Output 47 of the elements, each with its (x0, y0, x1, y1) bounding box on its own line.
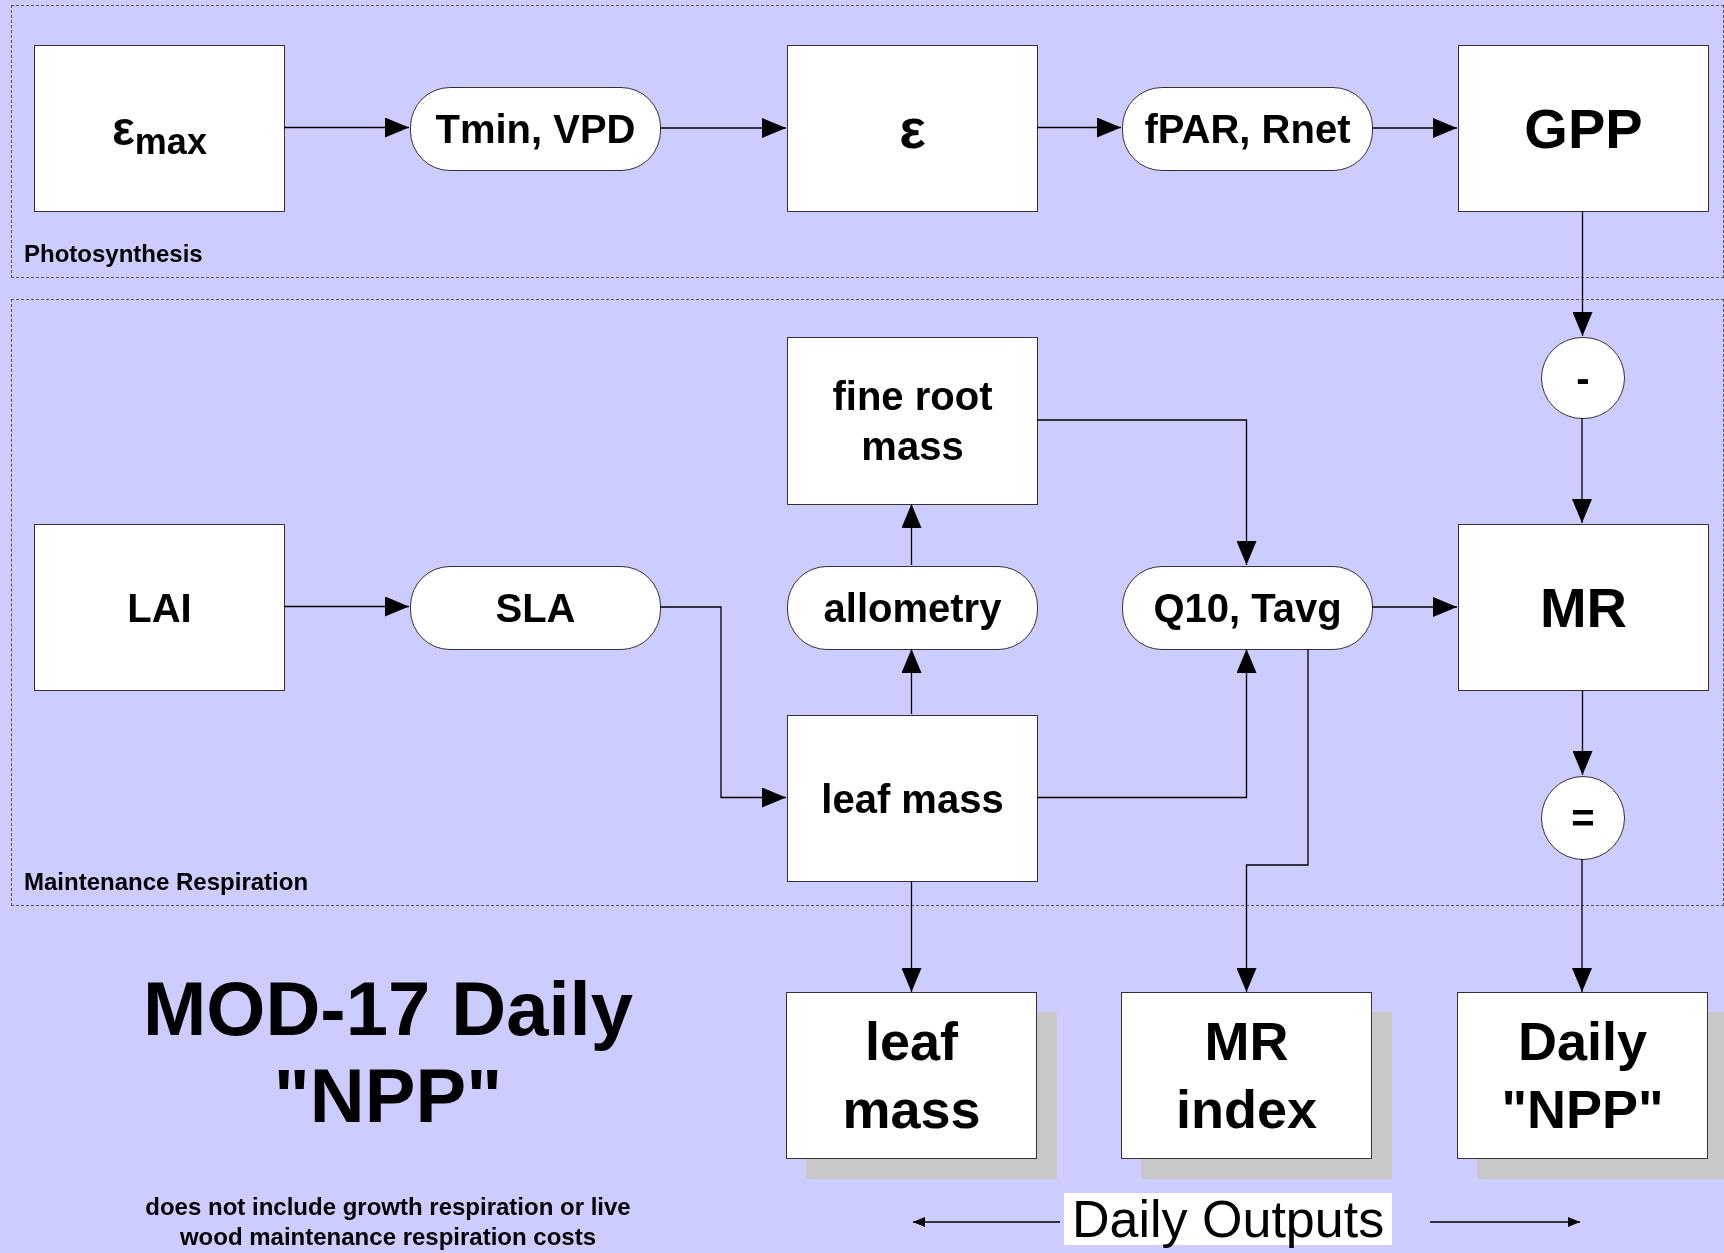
arrow (283, 596, 410, 617)
diagram-title: MOD-17 Daily "NPP" (142, 965, 634, 1140)
arrow (1572, 417, 1592, 524)
node-label: LAI (127, 584, 192, 632)
group-label: Photosynthesis (24, 239, 203, 269)
arrow (901, 880, 922, 993)
arrow (901, 648, 922, 715)
node-label: leaf mass (821, 775, 1004, 823)
node-label: fine root mass (831, 373, 994, 470)
group-label: Maintenance Respiration (24, 867, 309, 897)
process-box (787, 45, 1038, 212)
group-panel (11, 299, 1724, 906)
arrow (1371, 118, 1458, 138)
node-label: SLA (495, 585, 576, 632)
node-label: Q10, Tavg (1153, 585, 1342, 632)
process-box (1458, 45, 1709, 212)
arrow (1371, 597, 1458, 617)
node-label: Tmin, VPD (435, 106, 636, 153)
node-label: - (1576, 355, 1590, 402)
node-label: leaf mass (841, 1010, 982, 1141)
arrow (1036, 419, 1257, 566)
process-box (34, 45, 285, 212)
arrow (283, 117, 410, 138)
arrow (1236, 648, 1309, 993)
arrow (1036, 648, 1257, 799)
arrow (1572, 689, 1593, 776)
arrow (1572, 858, 1592, 993)
node-label: fPAR, Rnet (1144, 106, 1351, 153)
process-box (787, 337, 1038, 505)
node-label: ε$_{max}$ (112, 100, 207, 159)
process-box (1458, 524, 1709, 691)
arrow (1036, 117, 1122, 138)
arrow (901, 503, 922, 566)
footnote: does not include growth respiration or live wood maintenance respiration costs (144, 1192, 632, 1252)
group-panel (11, 5, 1724, 278)
arrow (659, 606, 787, 808)
node-label: allometry (823, 585, 1002, 632)
process-box (787, 715, 1038, 882)
process-box (34, 524, 285, 691)
node-label: GPP (1524, 95, 1643, 162)
node-label: ε (899, 95, 926, 162)
node-label: MR index (1174, 1010, 1318, 1141)
arrow (1572, 210, 1593, 337)
arrow (659, 118, 787, 138)
node-label: Daily "NPP" (1500, 1010, 1665, 1141)
node-label: = (1571, 795, 1595, 842)
node-label: MR (1539, 574, 1628, 641)
